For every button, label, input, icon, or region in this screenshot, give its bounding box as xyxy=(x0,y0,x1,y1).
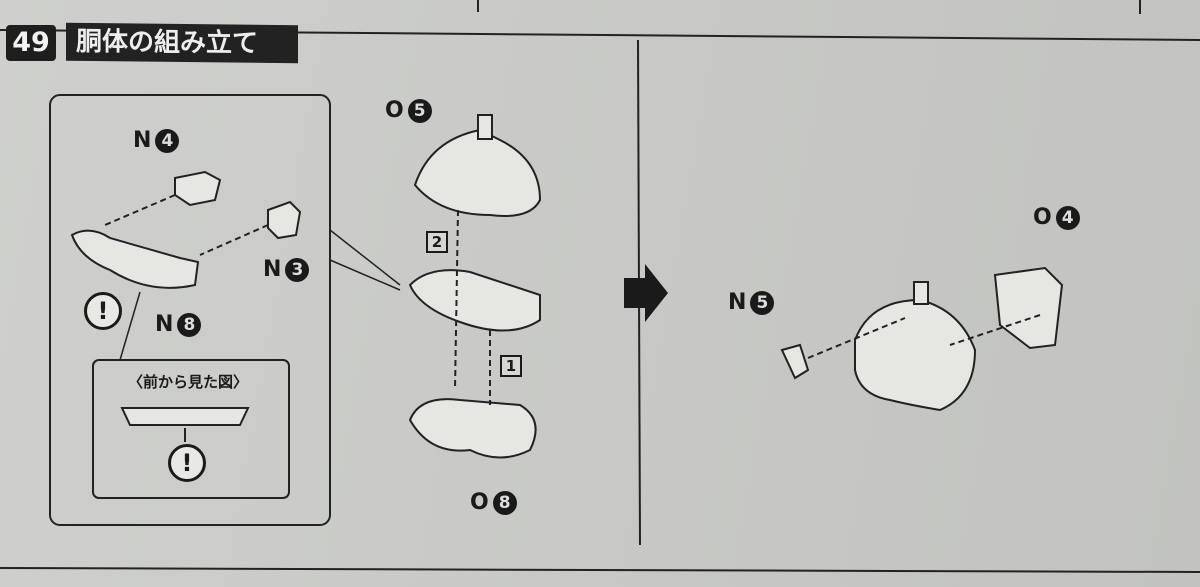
part-letter: N xyxy=(155,312,174,337)
step-title: 胴体の組み立て xyxy=(66,22,298,64)
part-letter: N xyxy=(263,257,282,282)
part-o4 xyxy=(993,266,1064,350)
assembled-torso xyxy=(854,281,977,412)
part-o8 xyxy=(408,398,537,459)
part-number: 5 xyxy=(750,290,775,315)
part-n3 xyxy=(267,200,302,240)
warning-icon: ! xyxy=(84,292,122,330)
part-letter: N xyxy=(728,290,747,315)
part-number: 8 xyxy=(492,490,517,515)
front-view-title: 〈前から見た図〉 xyxy=(128,373,249,391)
part-n4 xyxy=(174,170,222,207)
part-n8 xyxy=(70,229,200,289)
next-arrow-icon xyxy=(624,264,668,322)
warning-icon-front: ! xyxy=(168,444,206,482)
order-step-1: 1 xyxy=(500,355,522,377)
part-letter: O xyxy=(385,98,404,123)
part-o5 xyxy=(413,114,542,217)
part-number: 3 xyxy=(285,257,310,282)
part-letter: O xyxy=(470,490,489,515)
part-number: 5 xyxy=(407,98,432,123)
part-letter: O xyxy=(1033,205,1052,230)
front-view-frame xyxy=(92,359,290,499)
order-step-2: 2 xyxy=(426,231,448,253)
part-number: 8 xyxy=(177,312,202,337)
footer-rule xyxy=(0,567,1200,573)
part-n8-installed xyxy=(408,269,541,332)
subassembly-frame xyxy=(49,94,331,526)
front-view-part xyxy=(120,407,250,426)
part-letter: N xyxy=(133,128,152,153)
part-number: 4 xyxy=(155,128,180,153)
step-number: 49 xyxy=(6,25,56,61)
part-n5 xyxy=(780,343,810,380)
part-number: 4 xyxy=(1055,205,1080,230)
